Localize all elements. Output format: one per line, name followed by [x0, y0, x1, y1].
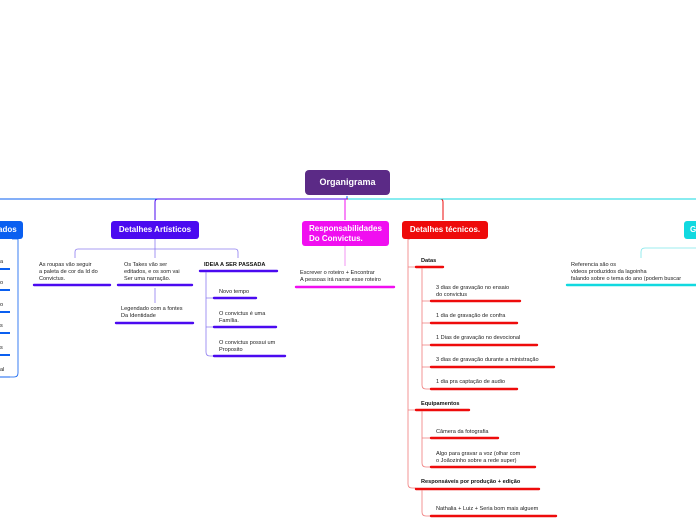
item-ideia-2[interactable]: O convictus é uma Família.: [219, 311, 265, 325]
item-responsaveis-1[interactable]: Nathalia + Luiz + Seria bom mais alguem: [436, 506, 539, 512]
item-ideia-1[interactable]: Novo tempo: [219, 289, 249, 296]
item-equipamentos-2-line-2: o Joãozinho sobre a rede super): [436, 457, 517, 464]
left-fragment-5: s: [0, 345, 3, 351]
item-datas-1[interactable]: 3 dias de gravação no ensaio do convictu…: [436, 285, 509, 299]
branch-responsabilidades-line-1: Responsabilidades: [309, 224, 382, 233]
connector-left-branch: [0, 238, 19, 378]
connector-right-item: [640, 247, 696, 258]
item-takes[interactable]: Os Takes vão ser editados, e os som vai …: [124, 262, 180, 282]
item-roteiro-line-1: Escrever o roteiro + Encontrar: [300, 270, 375, 276]
item-datas-1-line-1: 3 dias de gravação no ensaio: [436, 285, 510, 291]
item-takes-line-1: Os Takes vão ser: [124, 262, 168, 268]
item-referencia-line-1: Referencia são os: [571, 262, 617, 268]
item-roupas-line-1: As roupas vão seguir: [39, 262, 92, 268]
branch-responsabilidades[interactable]: Responsabilidades Do Convictus.: [302, 221, 389, 246]
group-responsaveis-title[interactable]: Responsáveis por produção + edição: [421, 479, 521, 485]
item-roupas[interactable]: As roupas vão seguir a paleta de cor da …: [39, 262, 98, 282]
item-datas-5[interactable]: 1 dia pra captação de audio: [436, 379, 506, 385]
connector-equipamentos-children: [421, 411, 431, 468]
item-datas-1-line-2: do convictus: [436, 291, 468, 298]
item-roupas-line-2: a paleta de cor da Id do: [39, 268, 98, 275]
item-ideia-1-line-1: Novo tempo: [219, 289, 250, 295]
item-ideia-2-line-1: O convictus é uma: [219, 311, 266, 317]
item-referencia-line-3: falando sobre o tema do ano (podem busca…: [571, 275, 682, 282]
item-equipamentos-2-line-1: Algo para gravar a voz (olhar com: [436, 451, 521, 457]
group-equipamentos-title[interactable]: Equipamentos: [421, 401, 460, 407]
item-referencia[interactable]: Referencia são os videos produzidos da l…: [571, 262, 681, 282]
connector-responsaveis-children: [421, 490, 431, 517]
connector-tecnicos-trunk: [407, 238, 416, 489]
connector-datas-children: [421, 268, 431, 390]
connector-root-artisticos: [154, 198, 347, 220]
left-fragment-4: s: [0, 323, 3, 329]
branch-left-partial[interactable]: ados: [0, 221, 23, 239]
connector-ideia-children: [205, 272, 214, 357]
item-equipamentos-1[interactable]: Câmera da fotografia: [436, 429, 489, 435]
left-fragment-6: al: [0, 367, 5, 373]
root-node[interactable]: Organigrama: [305, 170, 390, 195]
item-roteiro[interactable]: Escrever o roteiro + Encontrar A pessoas…: [300, 270, 381, 284]
item-ideia-3-line-2: Proposito: [219, 346, 243, 353]
item-ideia-2-line-2: Família.: [219, 317, 239, 324]
branch-responsabilidades-line-2: Do Convictus.: [309, 234, 363, 243]
item-takes-line-2: editados, e os som vai: [124, 268, 180, 275]
item-legendado-line-1: Legendado com a fontes: [121, 306, 183, 312]
item-takes-line-3: Ser uma narração.: [124, 275, 171, 282]
item-datas-3[interactable]: 1 Dias de gravação no devocional: [436, 335, 521, 341]
connector-root-tecnicos: [347, 198, 444, 220]
item-datas-2[interactable]: 1 dia de gravação de confra: [436, 313, 506, 319]
item-ideia-3[interactable]: O convictus possui um Proposito: [219, 340, 275, 354]
item-ideia-title[interactable]: IDEIA A SER PASSADA: [204, 262, 266, 268]
branch-right-partial[interactable]: G: [684, 221, 696, 239]
item-equipamentos-2[interactable]: Algo para gravar a voz (olhar com o João…: [436, 451, 520, 465]
left-fragment-2: o: [0, 280, 4, 286]
item-roupas-line-3: Convictus.: [39, 275, 66, 282]
branch-artisticos[interactable]: Detalhes Artísticos: [111, 221, 199, 239]
connector-artisticos-bracket: [74, 239, 239, 258]
item-datas-4[interactable]: 3 dias de gravação durante a ministração: [436, 357, 539, 363]
item-roteiro-line-2: A pessoas irá narrar esse roteiro: [300, 276, 381, 283]
left-fragment-3: o: [0, 302, 4, 308]
item-ideia-3-line-1: O convictus possui um: [219, 340, 276, 346]
item-legendado-line-2: Da Identidade: [121, 312, 156, 319]
left-fragment-1: a: [0, 259, 4, 265]
group-datas-title[interactable]: Datas: [421, 258, 437, 264]
branch-tecnicos[interactable]: Detalhes técnicos.: [402, 221, 488, 239]
item-legendado[interactable]: Legendado com a fontes Da Identidade: [121, 306, 183, 320]
item-referencia-line-2: videos produzidos da lagoinha: [571, 268, 647, 275]
